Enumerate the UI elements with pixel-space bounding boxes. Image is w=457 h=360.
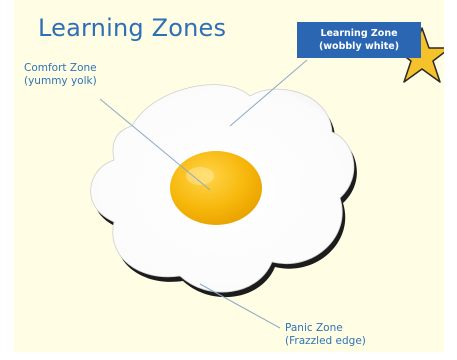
panic-zone-label-line2: (Frazzled edge) (285, 335, 366, 347)
fried-egg-diagram (90, 27, 444, 329)
learning-zone-label-line2: (wobbly white) (318, 41, 400, 52)
comfort-zone-label-line1: Comfort Zone (24, 62, 97, 74)
slide-canvas: Learning Zones Comfort Zone (yummy yolk)… (14, 0, 444, 352)
panic-zone-label: Panic Zone (Frazzled edge) (285, 322, 366, 348)
comfort-zone-leader-line (99, 98, 211, 191)
learning-zone-label-box: Learning Zone (wobbly white) (297, 22, 421, 58)
yolk-highlight (186, 167, 214, 185)
slide-title: Learning Zones (38, 14, 227, 42)
comfort-zone-label-line2: (yummy yolk) (24, 75, 97, 87)
comfort-zone-label: Comfort Zone (yummy yolk) (24, 62, 97, 88)
learning-zone-leader-line (229, 59, 308, 127)
learning-zone-label-line1: Learning Zone (320, 28, 398, 39)
panic-zone-leader-line (199, 283, 281, 329)
panic-zone-label-line1: Panic Zone (285, 322, 343, 334)
egg-yolk (170, 151, 262, 225)
